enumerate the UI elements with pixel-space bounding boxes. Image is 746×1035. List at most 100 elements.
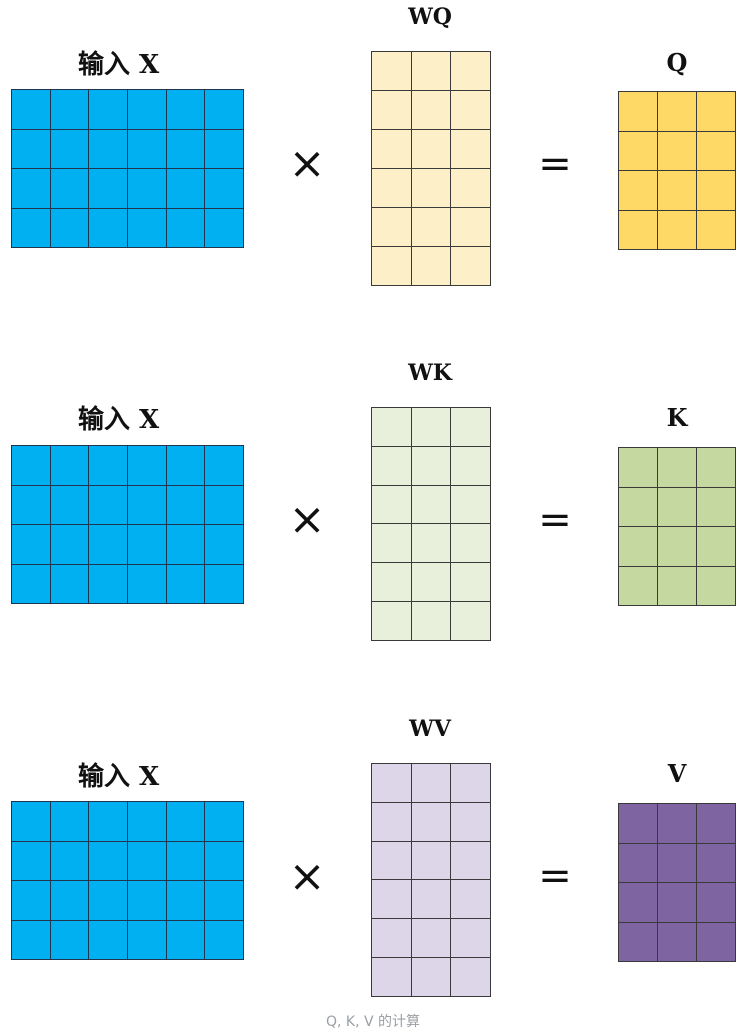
matrix-cell bbox=[451, 524, 491, 564]
matrix-cell bbox=[128, 841, 167, 881]
matrix-cell bbox=[411, 602, 452, 641]
matrix-cell bbox=[451, 408, 491, 447]
matrix-cell bbox=[411, 169, 452, 208]
matrix-cell bbox=[372, 841, 412, 881]
matrix-cell bbox=[658, 843, 697, 883]
matrix-cell bbox=[50, 920, 90, 960]
matrix-cell bbox=[372, 130, 412, 169]
matrix-cell bbox=[128, 525, 167, 565]
matrix-cell bbox=[166, 129, 206, 169]
matrix-cell bbox=[166, 446, 206, 486]
matrix-cell bbox=[619, 527, 658, 567]
matrix-cell bbox=[658, 131, 697, 171]
matrix-cell bbox=[619, 92, 658, 132]
matrix-cell bbox=[50, 90, 90, 130]
matrix-cell bbox=[166, 525, 206, 565]
output-q-matrix bbox=[618, 91, 736, 250]
matrix-cell bbox=[411, 208, 452, 247]
output-v-label: V bbox=[667, 759, 687, 788]
matrix-cell bbox=[12, 881, 51, 921]
matrix-cell bbox=[89, 485, 128, 525]
matrix-cell bbox=[619, 448, 658, 488]
matrix-cell bbox=[451, 52, 491, 91]
matrix-cell bbox=[50, 841, 90, 881]
matrix-cell bbox=[411, 880, 452, 920]
matrix-cell bbox=[411, 524, 452, 564]
output-v-matrix bbox=[618, 803, 736, 962]
matrix-cell bbox=[411, 563, 452, 603]
matrix-cell bbox=[12, 446, 51, 486]
matrix-cell bbox=[205, 881, 244, 921]
weight-v-matrix bbox=[371, 763, 491, 997]
matrix-cell bbox=[372, 52, 412, 91]
matrix-cell bbox=[50, 525, 90, 565]
matrix-cell bbox=[411, 802, 452, 842]
matrix-cell bbox=[128, 446, 167, 486]
matrix-cell bbox=[205, 564, 244, 604]
matrix-cell bbox=[166, 90, 206, 130]
input-x-label: 输入 X bbox=[78, 405, 160, 435]
matrix-cell bbox=[89, 881, 128, 921]
matrix-cell bbox=[697, 210, 736, 250]
weight-k-matrix bbox=[371, 407, 491, 641]
matrix-cell bbox=[451, 208, 491, 247]
matrix-cell bbox=[89, 841, 128, 881]
matrix-cell bbox=[451, 169, 491, 208]
matrix-cell bbox=[128, 485, 167, 525]
matrix-cell bbox=[89, 525, 128, 565]
matrix-cell bbox=[166, 920, 206, 960]
matrix-cell bbox=[697, 92, 736, 132]
matrix-cell bbox=[697, 922, 736, 962]
matrix-cell bbox=[128, 564, 167, 604]
matrix-cell bbox=[50, 485, 90, 525]
matrix-cell bbox=[451, 485, 491, 525]
matrix-cell bbox=[12, 525, 51, 565]
matrix-cell bbox=[372, 91, 412, 130]
matrix-cell bbox=[372, 247, 412, 286]
matrix-cell bbox=[658, 92, 697, 132]
matrix-cell bbox=[697, 566, 736, 606]
matrix-cell bbox=[619, 843, 658, 883]
matrix-cell bbox=[372, 880, 412, 920]
matrix-cell bbox=[697, 448, 736, 488]
output-k-label: K bbox=[666, 403, 688, 432]
matrix-cell bbox=[697, 883, 736, 923]
matrix-cell bbox=[89, 208, 128, 248]
matrix-cell bbox=[372, 524, 412, 564]
matrix-cell bbox=[12, 90, 51, 130]
matrix-cell bbox=[658, 883, 697, 923]
matrix-cell bbox=[50, 208, 90, 248]
matrix-cell bbox=[658, 804, 697, 844]
matrix-cell bbox=[205, 841, 244, 881]
matrix-cell bbox=[12, 485, 51, 525]
matrix-cell bbox=[128, 208, 167, 248]
weight-k-label: WK bbox=[408, 360, 452, 386]
matrix-cell bbox=[619, 131, 658, 171]
matrix-cell bbox=[372, 485, 412, 525]
matrix-cell bbox=[50, 564, 90, 604]
matrix-cell bbox=[128, 169, 167, 209]
matrix-cell bbox=[372, 208, 412, 247]
matrix-cell bbox=[619, 804, 658, 844]
matrix-cell bbox=[697, 843, 736, 883]
matrix-cell bbox=[372, 764, 412, 803]
matrix-cell bbox=[205, 169, 244, 209]
matrix-cell bbox=[619, 171, 658, 211]
matrix-cell bbox=[411, 52, 452, 91]
matrix-cell bbox=[451, 919, 491, 959]
matrix-cell bbox=[128, 802, 167, 842]
matrix-cell bbox=[411, 485, 452, 525]
matrix-cell bbox=[89, 564, 128, 604]
matrix-cell bbox=[411, 764, 452, 803]
matrix-cell bbox=[372, 446, 412, 486]
matrix-cell bbox=[166, 169, 206, 209]
matrix-cell bbox=[50, 169, 90, 209]
matrix-cell bbox=[451, 247, 491, 286]
weight-q-matrix bbox=[371, 51, 491, 286]
matrix-cell bbox=[658, 922, 697, 962]
matrix-cell bbox=[451, 841, 491, 881]
matrix-cell bbox=[658, 527, 697, 567]
matrix-cell bbox=[12, 802, 51, 842]
matrix-cell bbox=[411, 446, 452, 486]
matrix-cell bbox=[372, 958, 412, 997]
